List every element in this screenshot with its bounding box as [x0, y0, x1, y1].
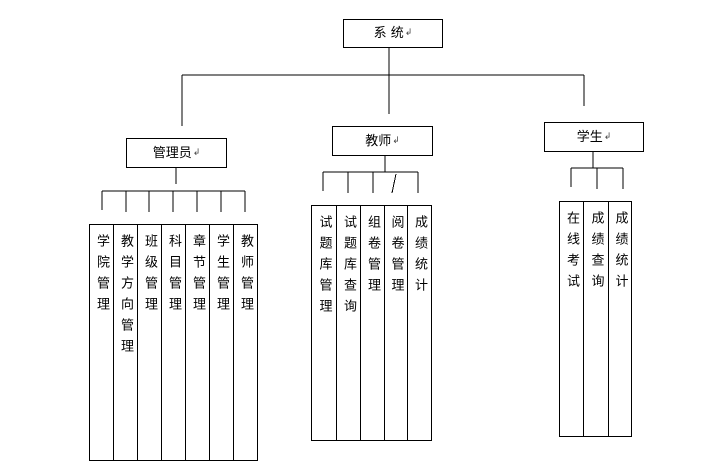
root-label: 系 统 — [373, 26, 404, 41]
leaf-node: 成绩统计 — [608, 201, 632, 437]
leaf-label: 章节管理 — [190, 234, 205, 318]
leaf-node: 试题库查询 — [336, 205, 361, 441]
leaf-node: 教师管理 — [233, 224, 258, 461]
leaf-label: 成绩统计 — [612, 211, 628, 295]
leaf-node: 班级管理 — [137, 224, 162, 461]
leaf-node: 组卷管理 — [360, 205, 385, 441]
leaf-node: 成绩统计 — [407, 205, 432, 441]
paragraph-mark-icon: ↲ — [192, 147, 201, 158]
root-node: 系 统 ↲ — [343, 19, 443, 48]
leaf-label: 班级管理 — [142, 234, 157, 318]
leaf-label: 科目管理 — [166, 234, 181, 318]
branch-label: 管理员 — [152, 145, 192, 161]
branch-node-teacher: 教师 ↲ — [332, 126, 433, 156]
leaf-label: 成绩查询 — [588, 211, 604, 295]
leaf-node: 教学方向管理 — [113, 224, 138, 461]
leaf-label: 学生管理 — [214, 234, 229, 318]
branch-node-admin: 管理员 ↲ — [126, 138, 227, 168]
leaf-label: 组卷管理 — [365, 215, 380, 299]
leaf-node: 在线考试 — [559, 201, 584, 437]
leaf-label: 学院管理 — [94, 234, 109, 318]
leaf-node: 试题库管理 — [311, 205, 337, 441]
leaf-label: 阅卷管理 — [388, 215, 404, 299]
branch-label: 学生 — [576, 129, 603, 145]
leaf-label: 教师管理 — [238, 234, 253, 318]
leaf-label: 试题库查询 — [341, 215, 356, 320]
branch-label: 教师 — [365, 133, 392, 149]
paragraph-mark-icon: ↲ — [392, 135, 400, 146]
leaf-label: 教学方向管理 — [118, 234, 133, 360]
leaf-node: 学院管理 — [89, 224, 114, 461]
paragraph-mark-icon: ↲ — [603, 131, 612, 142]
branch-node-student: 学生 ↲ — [544, 122, 644, 152]
leaf-node: 成绩查询 — [583, 201, 609, 437]
leaf-node: 阅卷管理 — [384, 205, 408, 441]
leaf-node: 章节管理 — [185, 224, 210, 461]
leaf-label: 试题库管理 — [316, 215, 332, 320]
leaf-node: 科目管理 — [161, 224, 186, 461]
leaf-label: 在线考试 — [564, 211, 579, 295]
leaf-label: 成绩统计 — [412, 215, 427, 299]
leaf-node: 学生管理 — [209, 224, 234, 461]
paragraph-mark-icon: ↲ — [404, 28, 413, 38]
